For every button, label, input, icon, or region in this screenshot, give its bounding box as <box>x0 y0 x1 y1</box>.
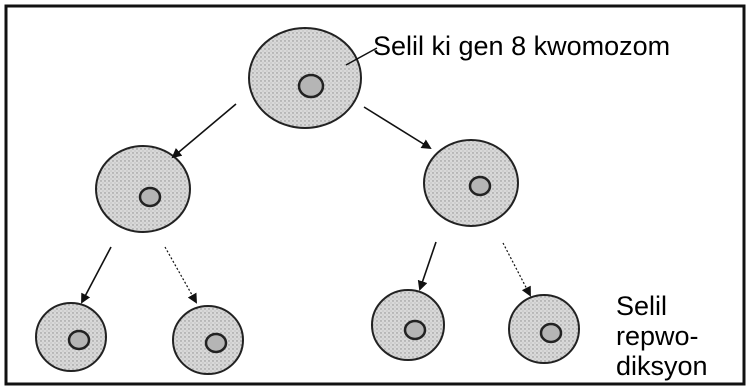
reproduction-cell-2 <box>172 305 244 375</box>
reproduction-cells-label: Selil repwo- diksyon <box>616 291 708 381</box>
parent-label-leader-line <box>345 47 378 66</box>
reproduction-label-line-3: diksyon <box>616 351 708 381</box>
parent-cell <box>248 27 362 129</box>
daughter-cell-left <box>95 145 191 233</box>
arrow-parent-to-right <box>363 106 432 150</box>
diagram-border <box>4 4 746 386</box>
arrow-left-to-cell-2 <box>164 246 197 304</box>
parent-cell-label: Selil ki gen 8 kwomozom <box>373 31 671 61</box>
reproduction-cell-4 <box>508 294 580 364</box>
reproduction-cell-3 <box>371 289 445 361</box>
arrow-parent-to-left <box>171 103 237 159</box>
reproduction-cell-1 <box>35 302 107 372</box>
parent-cell-nucleus <box>297 73 325 99</box>
reproduction-label-line-2: repwo- <box>616 321 699 351</box>
arrow-right-to-cell-3 <box>417 241 437 291</box>
daughter-cell-right <box>423 139 519 227</box>
arrow-right-to-cell-4 <box>502 242 531 297</box>
reproduction-label-line-1: Selil <box>616 291 668 321</box>
arrow-left-to-cell-1 <box>81 246 112 304</box>
